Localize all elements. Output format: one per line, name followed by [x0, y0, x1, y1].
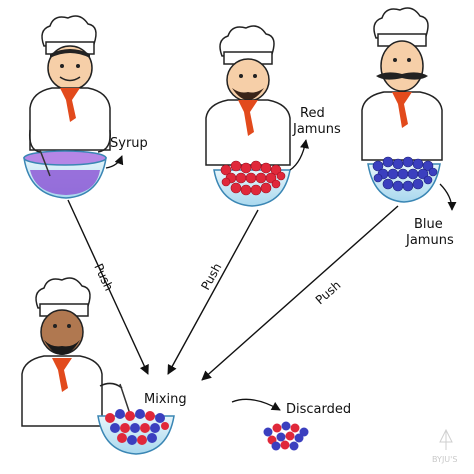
chef-syrup [23, 15, 111, 199]
mustache-icon [376, 72, 428, 80]
push-label-blue-jamuns: Push [313, 278, 344, 307]
push-label-syrup: Push [91, 261, 116, 293]
discarded-arrow [231, 398, 281, 411]
chef-mixing [21, 277, 131, 427]
red-jamuns-pointer-arrow [289, 139, 310, 171]
byjus-watermark-logo: BYJU'S [432, 428, 457, 464]
syrup-label: Syrup [110, 136, 148, 151]
chef-red-jamuns [205, 25, 291, 207]
push-arrow-syrup [67, 199, 149, 375]
red-jamuns-bowl-icon [213, 160, 291, 207]
chef-hat-icon [219, 25, 275, 65]
discarded-label: Discarded [286, 402, 351, 417]
push-arrow-red-jamuns [167, 209, 259, 375]
chef-blue-jamuns [361, 7, 443, 203]
syrup-pointer-arrow [105, 155, 124, 169]
chef-face-icon [380, 40, 424, 92]
mixing-bowl-icon [97, 409, 175, 455]
scarf-icon [60, 88, 80, 122]
push-label-red-jamuns: Push [198, 261, 224, 293]
syrup-bowl-icon [23, 149, 107, 199]
watermark-text: BYJU'S [432, 455, 457, 464]
scarf-icon [52, 358, 72, 392]
discarded-jamuns-icon [263, 421, 309, 451]
red-jamuns-label-line1: Red [300, 106, 325, 121]
scarf-icon [392, 92, 412, 128]
push-arrow-blue-jamuns [201, 205, 399, 381]
blue-jamuns-label-line1: Blue [414, 217, 443, 232]
mixing-label: Mixing [144, 392, 187, 407]
red-jamuns-label-line2: Jamuns [292, 122, 341, 137]
blue-jamuns-label-line2: Jamuns [405, 233, 454, 248]
blue-jamuns-bowl-icon [367, 156, 441, 203]
blue-jamuns-pointer-arrow [439, 183, 457, 211]
scarf-icon [238, 100, 258, 136]
